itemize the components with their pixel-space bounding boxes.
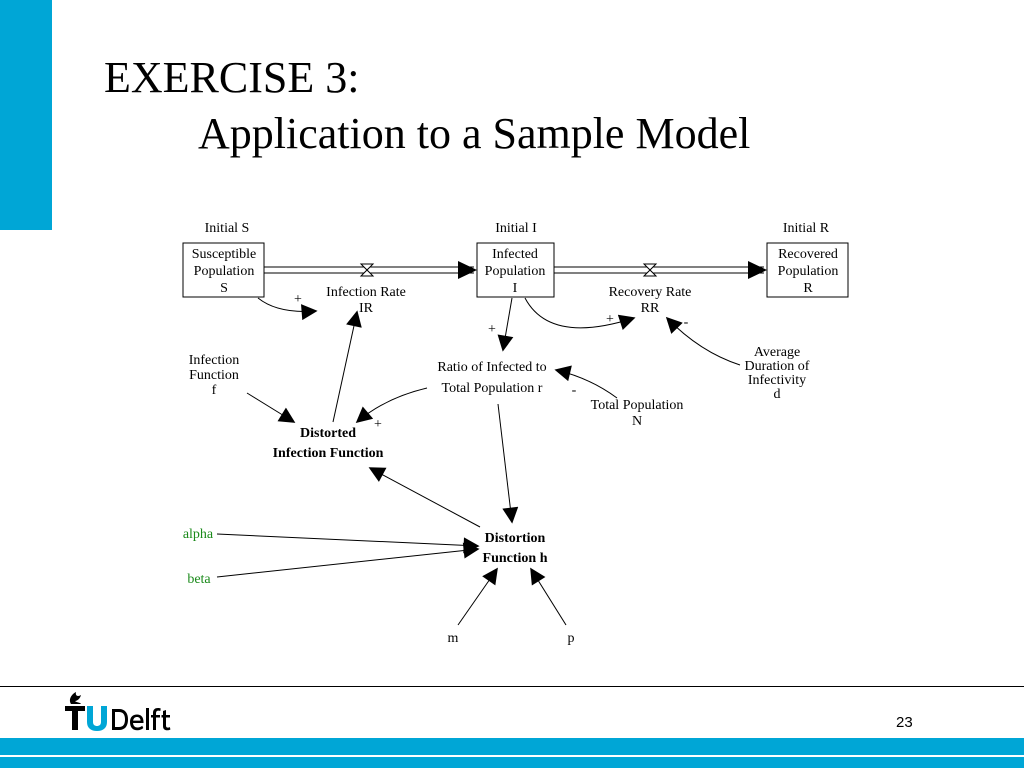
alpha-parameter: alpha <box>183 527 214 542</box>
infection-function-line2: Function <box>189 368 239 383</box>
stock-flow-diagram: Susceptible Population S Infected Popula… <box>182 221 849 646</box>
ratio-line1: Ratio of Infected to <box>437 360 546 375</box>
p-parameter: p <box>568 631 575 646</box>
average-duration-line4: d <box>774 387 781 402</box>
link-m-to-distortion <box>457 567 498 626</box>
footer-band-top <box>0 738 1024 755</box>
infection-rate-line2: IR <box>359 301 374 316</box>
link-n-to-ratio <box>554 365 618 399</box>
stock-susceptible-line1: Susceptible <box>192 247 257 262</box>
stock-infected-box <box>476 242 555 298</box>
link-p-to-distortion <box>530 567 567 626</box>
link-i-to-recovery-rate <box>524 297 636 331</box>
initial-i-label: Initial I <box>495 221 537 236</box>
infection-rate-line1: Infection Rate <box>326 285 406 300</box>
average-duration-line3: Infectivity <box>748 373 806 388</box>
polarity-i-to-ratio: + <box>488 322 496 337</box>
polarity-d-to-rr: - <box>684 315 689 330</box>
m-parameter: m <box>448 631 459 646</box>
stock-recovered-line2: Population <box>778 264 839 279</box>
stock-infected-line3: I <box>513 281 518 296</box>
stock-recovered-box <box>766 242 849 298</box>
stock-susceptible-line2: Population <box>194 264 255 279</box>
link-alpha-to-distortion <box>216 533 480 554</box>
footer-divider <box>0 686 1024 687</box>
link-ratio-to-distorted <box>355 387 428 424</box>
slide-subtitle: Application to a Sample Model <box>198 109 751 158</box>
link-s-to-infection-rate <box>257 297 318 321</box>
tudelft-logo <box>65 692 171 731</box>
accent-bar <box>0 0 52 230</box>
stock-susceptible-box <box>182 242 265 298</box>
recovery-rate-valve-icon <box>642 263 658 277</box>
page-number: 23 <box>896 714 913 731</box>
infection-function-line1: Infection <box>189 353 240 368</box>
distorted-infection-line1: Distorted <box>300 426 356 441</box>
ratio-line2: Total Population r <box>442 381 543 396</box>
initial-r-label: Initial R <box>783 221 830 236</box>
link-ratio-to-distortion <box>497 403 519 524</box>
total-population-line1: Total Population <box>591 398 684 413</box>
flame-icon <box>69 692 81 704</box>
infection-rate-valve-icon <box>359 263 375 277</box>
slide-title: EXERCISE 3: <box>104 53 360 102</box>
average-duration-line2: Duration of <box>745 359 810 374</box>
total-population-line2: N <box>632 414 642 429</box>
recovery-flow-pipe <box>554 261 767 279</box>
recovery-rate-line2: RR <box>641 301 660 316</box>
polarity-n-to-ratio: - <box>572 383 577 398</box>
link-distortion-to-distorted <box>368 467 481 528</box>
stock-infected-line1: Infected <box>492 247 538 262</box>
stock-infected-line2: Population <box>485 264 546 279</box>
average-duration-line1: Average <box>754 345 800 360</box>
distorted-infection-line2: Infection Function <box>273 446 384 461</box>
polarity-s-to-ir: + <box>294 292 302 307</box>
distortion-function-line2: Function h <box>483 551 548 566</box>
beta-parameter: beta <box>187 572 211 587</box>
distortion-function-line1: Distortion <box>485 531 546 546</box>
stock-recovered-line3: R <box>803 281 813 296</box>
infection-function-line3: f <box>212 383 217 398</box>
link-distorted-to-ir <box>332 310 362 423</box>
link-i-to-ratio <box>497 297 514 352</box>
recovery-rate-line1: Recovery Rate <box>609 285 692 300</box>
link-d-to-recovery-rate <box>665 316 741 366</box>
stock-susceptible-line3: S <box>220 281 228 296</box>
stock-recovered-line1: Recovered <box>778 247 838 262</box>
polarity-i-to-rr: + <box>606 312 614 327</box>
footer-band-bottom <box>0 757 1024 768</box>
link-f-to-distorted <box>246 392 296 423</box>
polarity-ratio-to-distorted: + <box>374 417 382 432</box>
link-beta-to-distortion <box>216 542 480 578</box>
initial-s-label: Initial S <box>205 221 250 236</box>
